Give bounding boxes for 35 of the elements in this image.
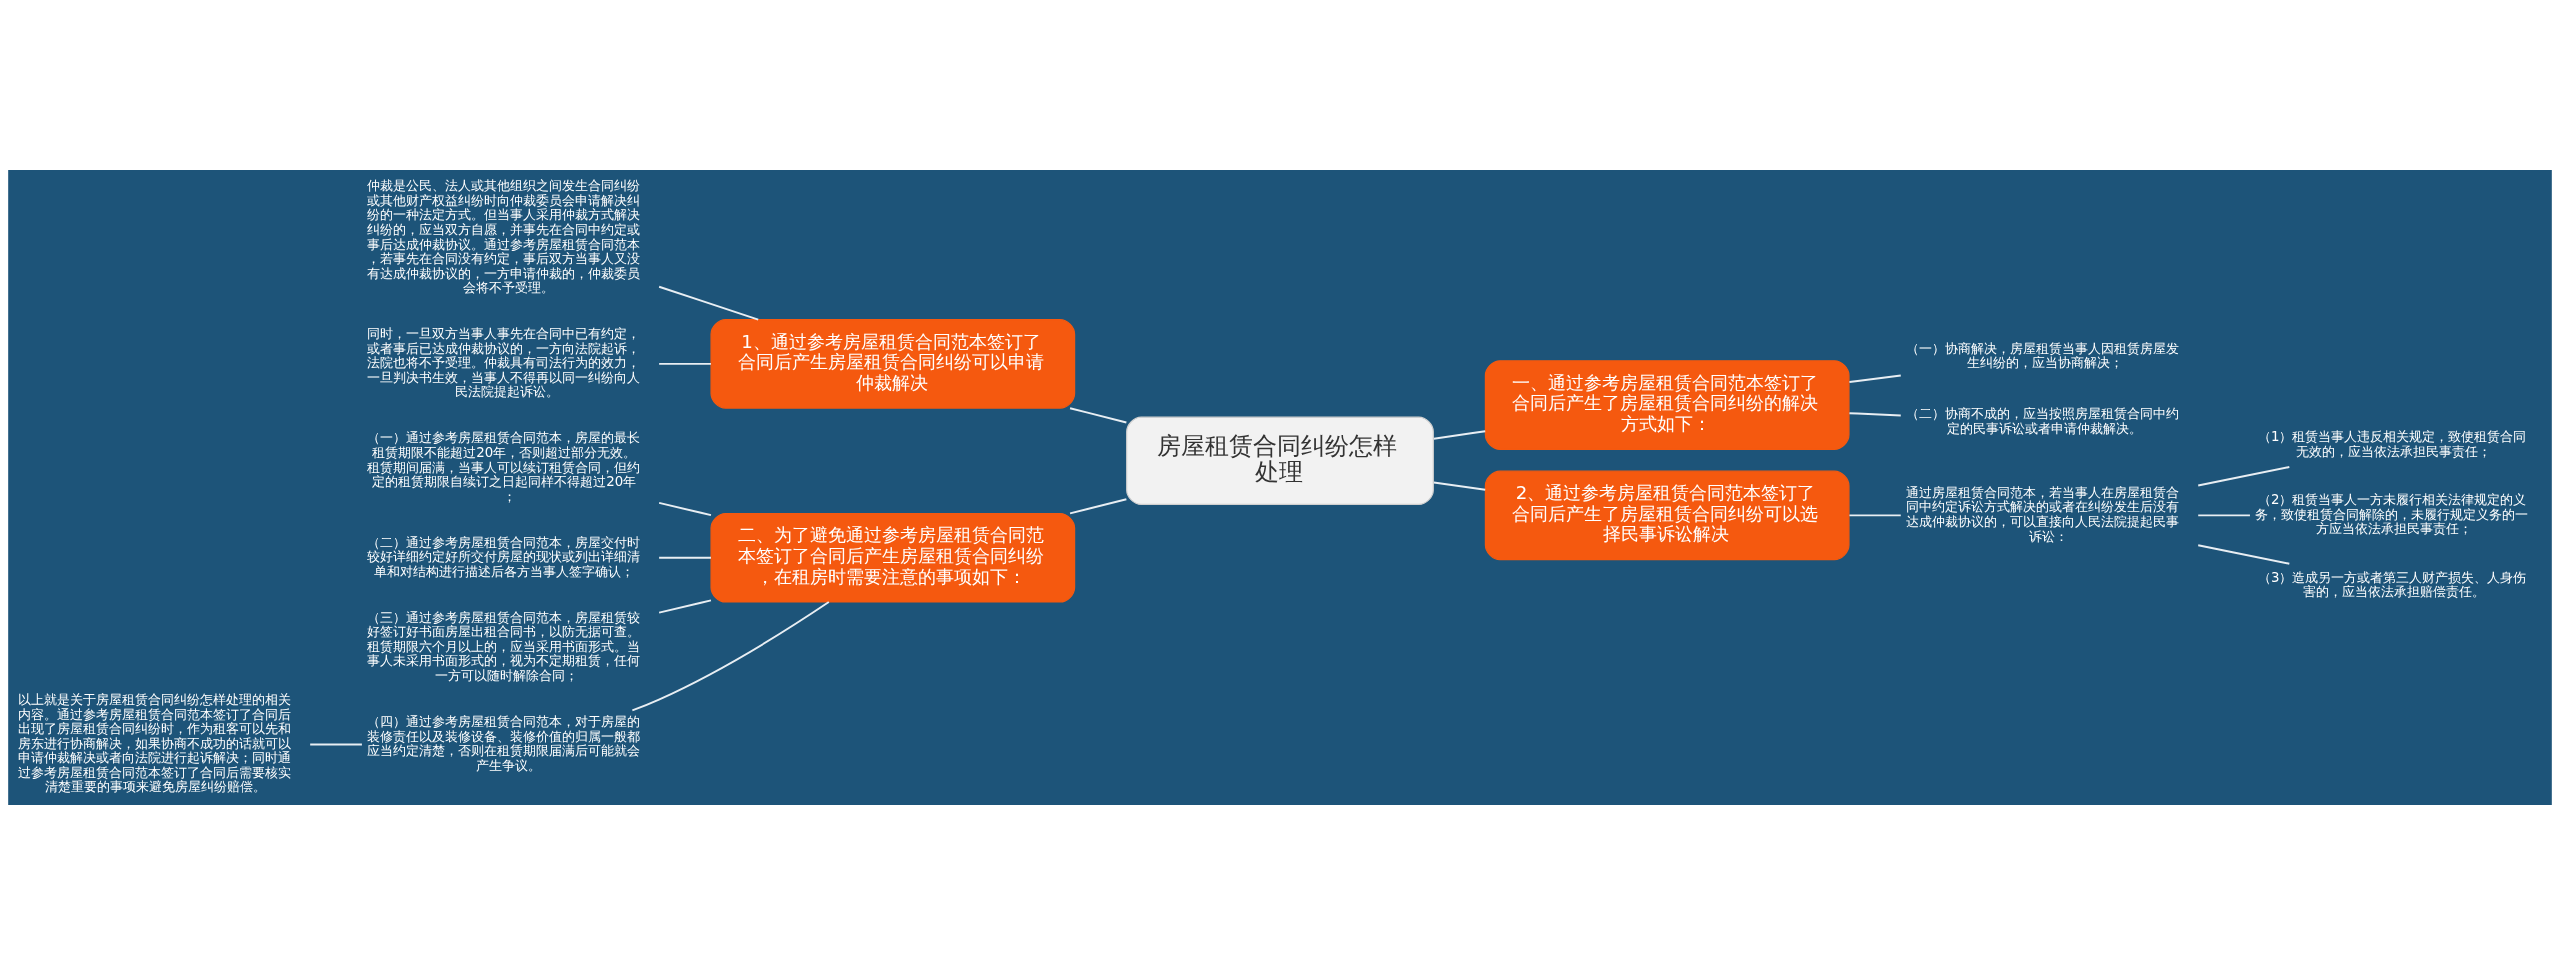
node-text: （一）通过参考房屋租赁合同范本，房屋的最长租赁期限不能超过20年，否则超过部分无效。租赁期间届满，当事人可以续订租赁合同，但约定的租赁期限自续订之日起同样不得超过20年；	[366, 430, 640, 504]
node-text: （二）协商不成的，应当按照房屋租赁合同中约定的民事诉讼或者申请仲裁解决。	[1905, 406, 2179, 436]
node-box: 一、通过参考房屋租赁合同范本签订了合同后产生了房屋租赁合同纠纷的解决方式如下：	[1484, 360, 1850, 450]
connector	[658, 362, 712, 365]
connector	[658, 599, 712, 614]
connector	[1432, 481, 1487, 491]
connector	[658, 556, 712, 559]
node-text: （二）通过参考房屋租赁合同范本，房屋交付时较好详细约定好所交付房屋的现状或列出详细清单和对结构进行描述后各方当事人签字确认；	[366, 534, 640, 579]
connector	[309, 743, 363, 746]
node-box: 房屋租赁合同纠纷怎样处理	[1126, 416, 1434, 506]
node-text: （1）租赁当事人违反相关规定，致使租赁合同无效的，应当依法承担民事责任；	[2257, 429, 2527, 459]
node-text: （3）造成另一方或者第三人财产损失、人身伤害的，应当依法承担赔偿责任。	[2257, 569, 2527, 600]
connector	[1848, 514, 1902, 517]
connector	[1848, 374, 1902, 383]
connector	[2197, 514, 2251, 517]
connector	[658, 501, 712, 517]
node-text: 仲裁是公民、法人或其他组织之间发生合同纠纷或其他财产权益纠纷时向仲裁委员会申请解决纠纷的一种法定方式。但当事人采用仲裁方式解决纠纷的，应当双方自愿，并事先在合同中约定或事后达成仲裁协议。通过参考房屋租赁合同范本，若事先在合同没有约定，事后双方当事人又没有达成仲裁协议的，一方申请仲裁的，仲裁委员会将不予受理。	[366, 178, 640, 296]
connector	[2197, 466, 2291, 487]
connector	[658, 285, 760, 321]
node-box: 2、通过参考房屋租赁合同范本签订了合同后产生了房屋租赁合同纠纷可以选择民事诉讼解决	[1484, 470, 1850, 561]
connector	[1848, 412, 1902, 417]
node-text: （一）协商解决，房屋租赁当事人因租赁房屋发生纠纷的，应当协商解决；	[1905, 340, 2179, 371]
node-text: （四）通过参考房屋租赁合同范本，对于房屋的装修责任以及装修设备、装修价值的归属一般都应当约定清楚，否则在租赁期限届满后可能就会产生争议。	[366, 713, 640, 773]
node-text: 通过房屋租赁合同范本，若当事人在房屋租赁合同中约定诉讼方式解决的或者在纠纷发生后没有达成仲裁协议的，可以直接向人民法院提起民事诉讼：	[1905, 484, 2179, 544]
connector	[631, 601, 830, 712]
connector	[2197, 544, 2291, 565]
node-text: （三）通过参考房屋租赁合同范本，房屋租赁较好签订好书面房屋出租合同书，以防无据可查。租赁期限六个月以上的，应当采用书面形式。当事人未采用书面形式的，视为不定期租赁，任何一方可以随时解除合同；	[366, 609, 640, 683]
node-text: 以上就是关于房屋租赁合同纠纷怎样处理的相关内容。通过参考房屋租赁合同范本签订了合同后出现了房屋租赁合同纠纷时，作为租客可以先和房东进行协商解决，如果协商不成功的话就可以申请仲裁解决或者向法院进行起诉解决；同时通过参考房屋租赁合同范本签订了合同后需要核实清楚重要的事项来避免房屋纠纷赔偿。	[17, 692, 291, 795]
node-text: 同时，一旦双方当事人事先在合同中已有约定，或者事后已达成仲裁协议的，一方向法院起诉，法院也将不予受理。仲裁具有司法行为的效力，一旦判决书生效，当事人不得再以同一纠纷向人民法院提起诉讼。	[366, 326, 640, 400]
connector	[1432, 430, 1487, 440]
node-box: 二、为了避免通过参考房屋租赁合同范本签订了合同后产生房屋租赁合同纠纷，在租房时需要注意的事项如下：	[710, 512, 1076, 603]
node-text: （2）租赁当事人一方未履行相关法律规定的义务，致使租赁合同解除的，未履行规定义务的一方应当依法承担民事责任；	[2254, 492, 2528, 537]
node-box: 1、通过参考房屋租赁合同范本签订了合同后产生房屋租赁合同纠纷可以申请仲裁解决	[710, 319, 1076, 409]
connector	[1069, 407, 1128, 424]
connector	[1069, 498, 1128, 515]
